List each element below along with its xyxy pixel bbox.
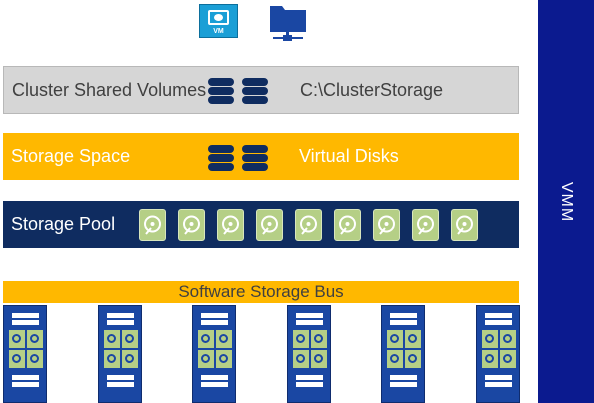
server-icon [3, 305, 47, 403]
server-icon [381, 305, 425, 403]
space-database-icons [208, 133, 268, 180]
hard-disk-icon [451, 208, 478, 241]
server-icon [98, 305, 142, 403]
vm-icon-label: VM [213, 28, 224, 35]
storage-space-layer: Storage Space Virtual Disks [3, 133, 519, 180]
database-icon [242, 78, 268, 104]
csv-database-icons [208, 67, 268, 113]
database-icon [242, 144, 268, 171]
cluster-shared-volumes-layer: Cluster Shared Volumes C:\ClusterStorage [3, 66, 519, 114]
vmm-bar: VMM [538, 0, 594, 403]
software-storage-bus-layer: Software Storage Bus [3, 281, 519, 303]
csv-label: Cluster Shared Volumes [12, 79, 207, 100]
hard-disk-icon [373, 208, 400, 241]
server-icon [192, 305, 236, 403]
server-icon [476, 305, 520, 403]
storage-space-label: Storage Space [11, 146, 131, 166]
hard-disk-icon [139, 208, 166, 241]
software-storage-bus-label: Software Storage Bus [178, 282, 344, 301]
virtual-disks-label: Virtual Disks [299, 146, 399, 166]
storage-pool-label: Storage Pool [11, 214, 116, 234]
network-share-icon [267, 2, 309, 44]
database-icon [208, 144, 234, 171]
server-icon [287, 305, 331, 403]
hard-disk-icon [178, 208, 205, 241]
csv-path: C:\ClusterStorage [300, 79, 444, 100]
monitor-icon [208, 10, 229, 25]
vmm-label: VMM [558, 181, 575, 222]
pool-disks [139, 201, 478, 248]
hard-disk-icon [217, 208, 244, 241]
storage-pool-layer: Storage Pool [3, 201, 519, 248]
vm-icon: VM [199, 4, 238, 38]
hard-disk-icon [295, 208, 322, 241]
database-icon [208, 78, 234, 104]
hard-disk-icon [256, 208, 283, 241]
hard-disk-icon [334, 208, 361, 241]
hard-disk-icon [412, 208, 439, 241]
